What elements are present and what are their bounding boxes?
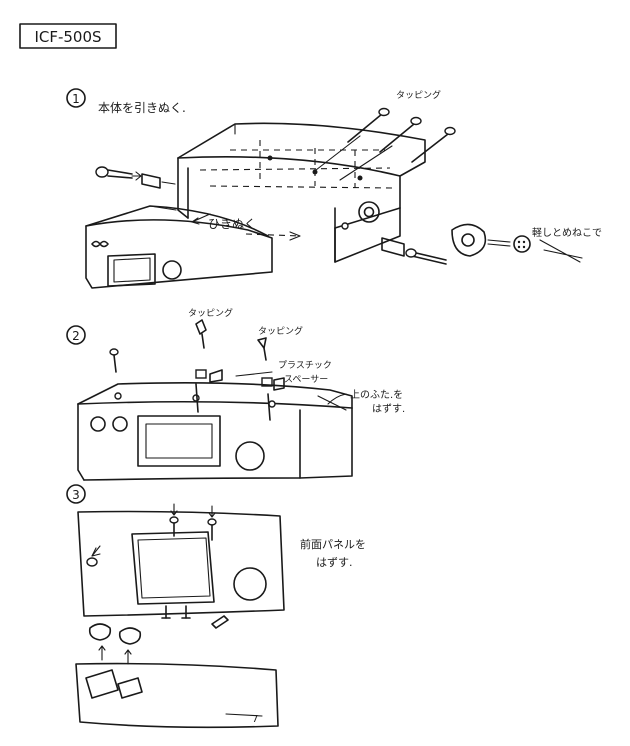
step-3-base-chassis <box>75 662 279 729</box>
step-2-cover-label-line1: 上のふた.を <box>350 389 403 401</box>
step-1: 1 本体を引きぬく. タッ <box>66 88 602 289</box>
step-3-number-circle <box>66 484 86 504</box>
step-2-chassis <box>77 382 353 481</box>
side-knob-assembly <box>341 201 447 265</box>
lower-knobs <box>88 623 142 665</box>
rotary-knob-right <box>451 223 583 263</box>
pull-arrow-dash <box>245 233 301 237</box>
step-2-spacer-label-line1: プラスチック <box>278 360 332 371</box>
step-3: 3 前面パネルを はずす. <box>66 484 366 729</box>
step-2: 2 タッピング タッピング プラスチック スペーサー 上のふた.を はずす. <box>66 307 405 481</box>
front-panel <box>77 510 285 617</box>
page-number: 7 <box>252 714 258 725</box>
step-2-cover-label-line2: はずす. <box>372 403 405 415</box>
step-3-number: 3 <box>72 488 80 502</box>
tapping-screws-top <box>315 107 456 181</box>
model-title-box <box>19 23 117 49</box>
step-1-tapping-label: タッピング <box>396 89 441 101</box>
step-3-panel-label-line1: 前面パネルを <box>300 537 366 551</box>
step-2-spacer-label-line2: スペーサー <box>284 374 328 385</box>
step-1-title: 本体を引きぬく. <box>98 101 186 115</box>
outer-case <box>177 122 426 263</box>
model-title-text: ICF-500S <box>34 28 101 46</box>
plastic-spacers <box>195 369 285 391</box>
step-2-tapping-right-label: タッピング <box>258 325 303 337</box>
step-1-pull-label: ひきぬく <box>208 217 256 231</box>
step-1-knob-label: 軽しとめねこで <box>532 227 602 239</box>
step-2-tapping-left-label: タッピング <box>188 307 233 319</box>
step-3-panel-label-line2: はずす. <box>316 556 353 569</box>
model-title: ICF-500S <box>19 23 117 49</box>
step-1-number-circle <box>66 88 86 108</box>
left-screw <box>95 166 176 189</box>
pull-arrow-left <box>191 213 211 223</box>
step-2-number-circle <box>66 325 86 345</box>
panel-screws <box>161 503 229 629</box>
step-2-number: 2 <box>72 329 80 343</box>
step-2-tapping-screws <box>109 319 267 373</box>
step-1-number: 1 <box>72 92 80 106</box>
